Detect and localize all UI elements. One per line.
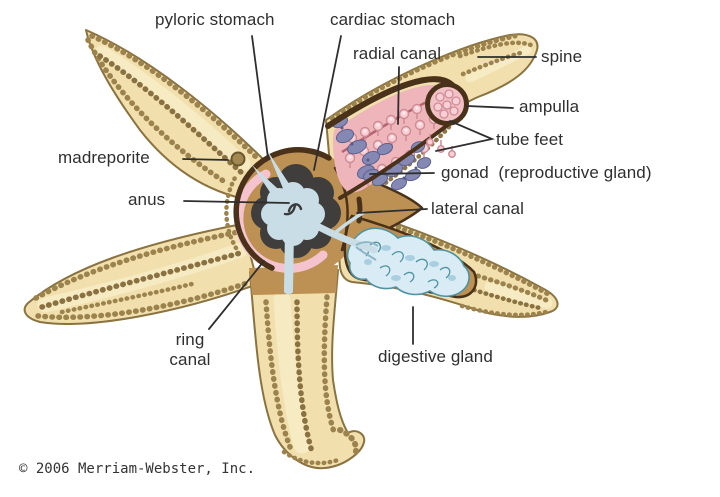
leader-anus (183, 200, 290, 204)
label-gonad: gonad (reproductive gland) (441, 163, 652, 182)
leader-lines (182, 35, 537, 345)
label-radial-canal: radial canal (353, 44, 442, 63)
leader-ring-canal (208, 260, 265, 330)
label-pyloric-stomach: pyloric stomach (155, 10, 275, 29)
label-cardiac-stomach: cardiac stomach (330, 10, 456, 29)
label-ampulla: ampulla (519, 97, 580, 116)
ring-to-arm-stem (284, 230, 294, 294)
digestive-gland-mottle (364, 245, 456, 281)
label-lateral-canal: lateral canal (431, 199, 524, 218)
pyloric-stomach-shape (252, 150, 379, 294)
arm-cut-wall-top (325, 76, 455, 129)
arm-cross-section (425, 82, 469, 126)
leader-radial-canal (397, 66, 400, 125)
leader-lateral-canal (356, 208, 428, 214)
leader-ampulla (466, 105, 514, 109)
anus-mark (283, 203, 303, 216)
disc-wall-ring (233, 147, 363, 271)
copyright-credit: © 2006 Merriam-Webster, Inc. (19, 461, 256, 477)
upper-right-arm-interior (325, 76, 469, 200)
label-spine: spine (541, 47, 583, 66)
label-ring-canal: ring canal (169, 330, 211, 369)
label-tube-feet: tube feet (496, 130, 564, 149)
label-digestive-gland: digestive gland (378, 347, 493, 366)
radial-canal-branch (334, 211, 365, 234)
leader-tube-feet (435, 120, 495, 152)
madreporite-spot (230, 151, 246, 167)
leader-cardiac-stomach (313, 35, 342, 171)
label-madreporite: madreporite (58, 148, 150, 167)
label-anus: anus (128, 190, 166, 209)
lateral-canal-stem (313, 222, 378, 254)
leader-gonad (369, 172, 435, 175)
leader-madreporite (182, 158, 229, 161)
leader-pyloric-stomach (251, 35, 269, 159)
tube-feet-dangles (426, 134, 456, 158)
lateral-canal-forks (355, 241, 379, 261)
arm-cut-wall-bottom (338, 122, 451, 200)
